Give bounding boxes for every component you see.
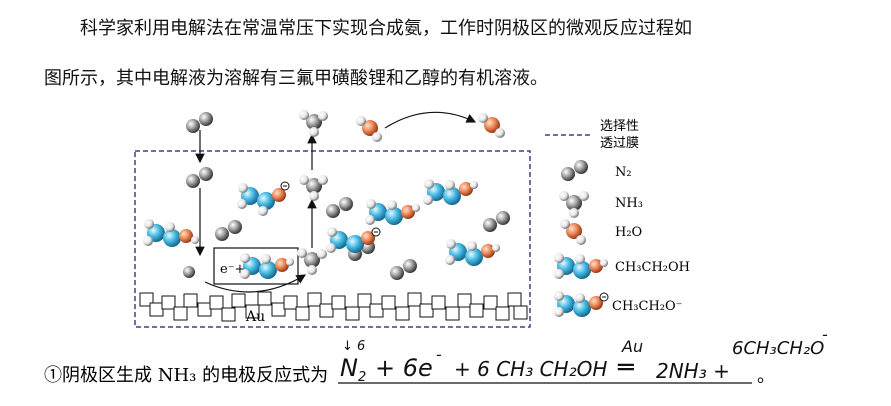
question-end-mark: 。: [757, 366, 775, 387]
ethanol-molecule: [423, 179, 478, 205]
electron-label: e⁻+: [220, 262, 245, 277]
hw-e-sup: -: [436, 345, 442, 364]
legend-ethanol: CH₃CH₂OH: [615, 260, 690, 275]
membrane-boundary: [134, 150, 531, 328]
hw-n2: N: [340, 354, 358, 382]
ethanol-molecule: [365, 199, 420, 225]
au-electrode: [139, 291, 528, 322]
ethoxide-legend-icon: [554, 291, 609, 317]
hw-au-above: Au: [621, 337, 643, 356]
n2-molecule: [483, 211, 510, 232]
legend-h2o: H₂O: [615, 225, 642, 240]
paragraph-line-2: 图所示，其中电解液为溶解有三氟甲磺酸锂和乙醇的有机溶液。: [44, 68, 548, 89]
ethanol-molecule: [143, 219, 199, 247]
h2o-molecule: [356, 116, 382, 142]
membrane-label-1: 选择性: [600, 119, 639, 134]
h2o-legend-icon: [560, 219, 586, 245]
handwritten-answer: ↓ 6 N 2 + 6e - + 6 CH₃ CH₂OH Au ═ 2NH₃ +…: [340, 325, 828, 385]
hw-n2-sub: 2: [358, 370, 366, 385]
legend-nh3: NH₃: [615, 196, 643, 211]
ethanol-molecule: [445, 239, 500, 266]
hw-product1: 2NH₃ +: [656, 359, 730, 383]
paragraph-line-1: 科学家利用电解法在常温常压下实现合成氨，工作时阴极区的微观反应过程如: [80, 18, 692, 39]
question-prompt: ①阴极区生成 NH₃ 的电极反应式为: [44, 365, 328, 386]
hw-product2-sup: -: [822, 325, 828, 344]
electrode-label: Au: [245, 309, 265, 325]
membrane-label-2: 透过膜: [600, 136, 639, 151]
nh3-molecule: [297, 248, 327, 275]
process-arrows: [195, 111, 477, 293]
ethanol-molecules: [143, 179, 609, 317]
legend-n2: N₂: [615, 165, 632, 180]
n2-molecule: [186, 167, 213, 188]
hw-above-n2: ↓ 6: [342, 339, 365, 354]
n2-molecule: [390, 259, 417, 280]
n2-molecules: [183, 112, 588, 280]
n2-molecule: [561, 160, 588, 181]
hw-plus-ethanol: + 6 CH₃ CH₂OH: [454, 357, 607, 381]
n2-molecule: [215, 220, 242, 241]
arrow-curve-water: [384, 111, 477, 129]
n2-molecule: [186, 112, 213, 133]
h2o-molecule: [478, 113, 505, 138]
h2o-molecules: [356, 113, 586, 245]
n2-molecule: [183, 266, 195, 278]
ethoxide-molecule: [326, 227, 381, 253]
legend: N₂ NH₃ H₂O CH₃CH₂OH CH₃CH₂O⁻: [612, 165, 690, 314]
nh3-legend-icon: [559, 191, 589, 218]
ethanol-legend-icon: [554, 253, 608, 279]
nh3-molecule: [299, 110, 328, 137]
n2-molecule: [326, 197, 353, 218]
reaction-box: [213, 247, 299, 285]
ethoxide-molecule: [237, 181, 290, 216]
nh3-molecule: [299, 175, 328, 201]
arrow-curve-electrode: [204, 274, 307, 293]
ethanol-in-box: [240, 253, 294, 279]
nh3-molecules: [297, 110, 589, 275]
hw-equals: ═: [617, 353, 634, 383]
hw-plus-e: + 6e: [375, 354, 433, 382]
legend-ethoxide: CH₃CH₂O⁻: [612, 299, 683, 314]
hw-product2: 6CH₃CH₂O: [732, 338, 824, 359]
